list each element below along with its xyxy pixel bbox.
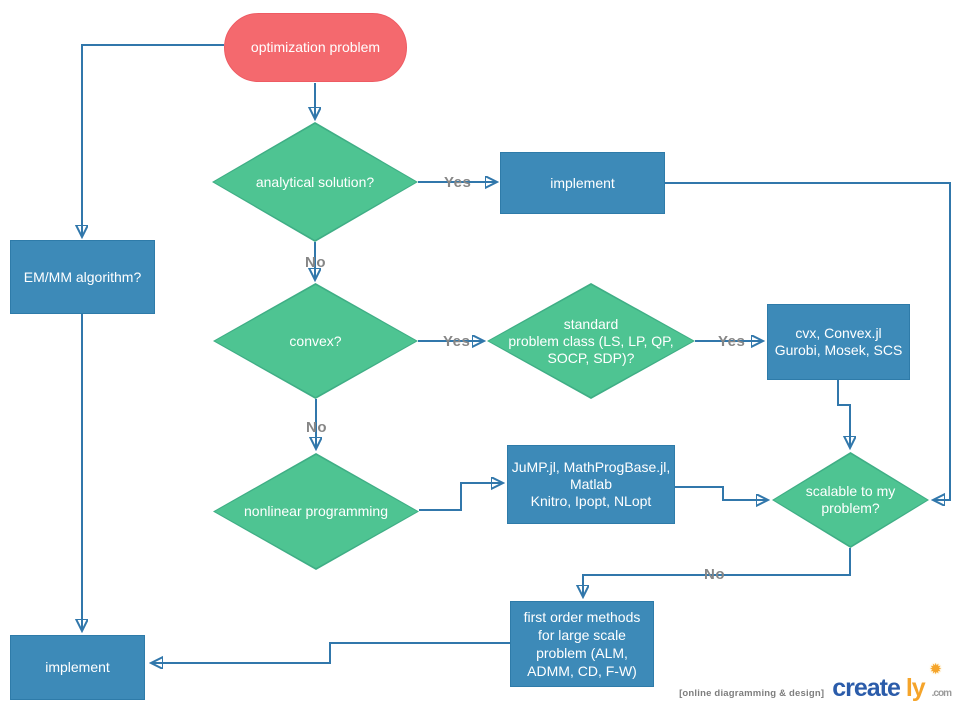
label-line: Matlab xyxy=(569,476,613,492)
node-label: implement xyxy=(45,659,110,675)
label-line: Knitro, Ipopt, NLopt xyxy=(530,493,652,509)
decision-convex: convex? xyxy=(213,283,418,399)
decision-nonlinear-programming: nonlinear programming xyxy=(213,453,419,570)
edge-nonlinear-to-jump xyxy=(419,483,502,511)
edge-scalable-no-firstorder xyxy=(583,548,851,596)
edge-label-yes: Yes xyxy=(718,333,746,350)
edge-label-yes: Yes xyxy=(443,333,471,350)
label-line: problem? xyxy=(821,500,880,516)
edge-cvx-to-scalable xyxy=(837,380,850,447)
label-line: SOCP, SDP)? xyxy=(547,349,635,366)
creately-watermark[interactable]: [online diagramming & design] ✹ create l… xyxy=(679,662,952,702)
label-line: problem class (LS, LP, QP, xyxy=(508,332,674,349)
label-line: scalable to my xyxy=(805,483,896,499)
node-label: analytical solution? xyxy=(255,173,375,190)
edge-label-no: No xyxy=(306,419,327,436)
label-line: Gurobi, Mosek, SCS xyxy=(774,342,903,358)
decision-scalable: scalable to my problem? xyxy=(772,452,929,548)
node-label: JuMP.jl, MathProgBase.jl, Matlab Knitro,… xyxy=(508,459,674,510)
node-label: standard problem class (LS, LP, QP, SOCP… xyxy=(487,316,695,367)
label-line: ADMM, CD, F-W) xyxy=(527,663,637,679)
label-line: for large scale xyxy=(538,627,626,643)
edge-label-no: No xyxy=(305,254,326,271)
decision-standard-problem-class: standard problem class (LS, LP, QP, SOCP… xyxy=(487,283,695,399)
brand-text-ly: ly xyxy=(905,674,926,702)
process-implement-top: implement xyxy=(500,152,665,214)
label-line: problem (ALM, xyxy=(536,645,628,661)
watermark-tagline: [online diagramming & design] xyxy=(679,688,825,699)
edge-start-to-emmm xyxy=(82,44,224,236)
label-line: JuMP.jl, MathProgBase.jl, xyxy=(511,459,671,475)
edge-label-yes: Yes xyxy=(444,174,472,191)
edge-jump-to-scalable xyxy=(675,486,767,500)
node-label: cvx, Convex.jl Gurobi, Mosek, SCS xyxy=(768,325,909,359)
decision-analytical-solution: analytical solution? xyxy=(212,122,418,242)
process-first-order-methods: first order methods for large scale prob… xyxy=(510,601,654,687)
node-label: optimization problem xyxy=(250,39,381,55)
brand-text-create: create xyxy=(832,674,901,702)
edge-firstorder-to-implement xyxy=(152,642,510,663)
terminator-optimization-problem: optimization problem xyxy=(224,13,407,82)
node-label: convex? xyxy=(289,332,342,349)
creately-logo[interactable]: ✹ create ly .com xyxy=(832,662,952,702)
lightbulb-icon: ✹ xyxy=(929,661,942,678)
node-label: EM/MM algorithm? xyxy=(23,268,142,285)
node-label: implement xyxy=(550,174,615,191)
process-implement-bottom: implement xyxy=(10,635,145,700)
node-label: scalable to my problem? xyxy=(772,483,929,517)
label-line: first order methods xyxy=(523,609,641,625)
process-em-mm-algorithm: EM/MM algorithm? xyxy=(10,240,155,314)
label-line: standard xyxy=(563,315,619,332)
process-cvx-solvers: cvx, Convex.jl Gurobi, Mosek, SCS xyxy=(767,304,910,380)
node-label: nonlinear programming xyxy=(244,503,388,519)
edge-implement-to-scalable xyxy=(665,182,951,500)
node-label: first order methods for large scale prob… xyxy=(511,608,653,680)
process-jump-solvers: JuMP.jl, MathProgBase.jl, Matlab Knitro,… xyxy=(507,445,675,524)
label-line: cvx, Convex.jl xyxy=(795,325,882,341)
brand-tld: .com xyxy=(931,688,952,699)
edge-label-no: No xyxy=(704,566,725,583)
